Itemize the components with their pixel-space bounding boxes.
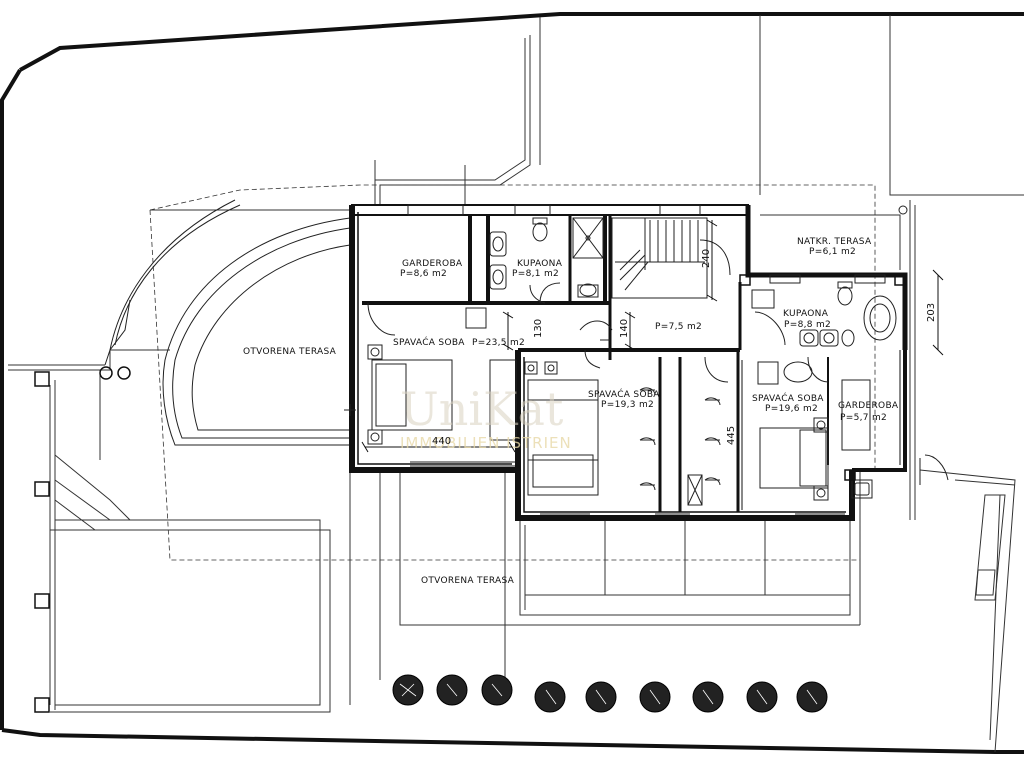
room-area-hodnik: P=7,5 m2 <box>655 322 702 332</box>
watermark-brand: UniKat <box>400 382 564 436</box>
room-name-spavaca-soba-1: SPAVAĆA SOBA <box>393 336 465 348</box>
room-name-garderoba-2: GARDEROBA <box>838 401 899 411</box>
room-name-kupaona-2: KUPAONA <box>783 309 829 319</box>
site-lines <box>8 15 1024 753</box>
curved-terrace <box>104 199 351 446</box>
shrub-texture <box>399 683 818 705</box>
room-area-spavaca-soba-3: P=19,6 m2 <box>765 404 818 414</box>
doors <box>367 282 949 485</box>
room-name-natkr-terasa: NATKR. TERASA <box>797 237 872 247</box>
bedroom-3-furniture <box>757 361 873 501</box>
dimension-lines <box>361 219 944 510</box>
room-area-garderoba-1: P=8,6 m2 <box>400 269 447 279</box>
site-boundary <box>0 12 1024 754</box>
room-area-kupaona-2: P=8,8 m2 <box>784 320 831 330</box>
windows <box>407 204 908 515</box>
bathroom-fixtures <box>489 217 897 347</box>
room-area-spavaca-soba-2: P=19,3 m2 <box>601 400 654 410</box>
room-name-kupaona-1: KUPAONA <box>517 259 563 269</box>
shrubs <box>392 674 828 713</box>
room-area-garderoba-2: P=5,7 m2 <box>840 413 887 423</box>
bedroom-2-furniture <box>524 361 656 496</box>
bedroom-1-furniture <box>344 307 517 445</box>
room-name-spavaca-soba-3: SPAVAĆA SOBA <box>752 392 824 404</box>
room-name-otvorena-terasa-1: OTVORENA TERASA <box>243 347 337 357</box>
watermark-tagline: IMMOBILIEN ISTRIEN <box>400 434 572 452</box>
room-area-natkr-terasa: P=6,1 m2 <box>809 247 856 257</box>
room-name-spavaca-soba-2: SPAVAĆA SOBA <box>588 388 660 400</box>
room-name-garderoba-1: GARDEROBA <box>402 259 463 269</box>
dim-445: 445 <box>726 426 737 445</box>
dim-440: 440 <box>432 436 451 447</box>
dim-130: 130 <box>533 319 544 338</box>
room-area-spavaca-soba-1: P=23,5 m2 <box>472 338 525 348</box>
dim-203: 203 <box>926 303 937 322</box>
room-name-otvorena-terasa-2: OTVORENA TERASA <box>421 576 515 586</box>
shrub <box>534 681 566 713</box>
dim-240: 240 <box>701 249 712 268</box>
wardrobe-corridor <box>687 397 721 506</box>
columns <box>34 274 906 713</box>
dashed-outline <box>149 184 876 561</box>
dim-140: 140 <box>619 319 630 338</box>
room-area-kupaona-1: P=8,1 m2 <box>512 269 559 279</box>
